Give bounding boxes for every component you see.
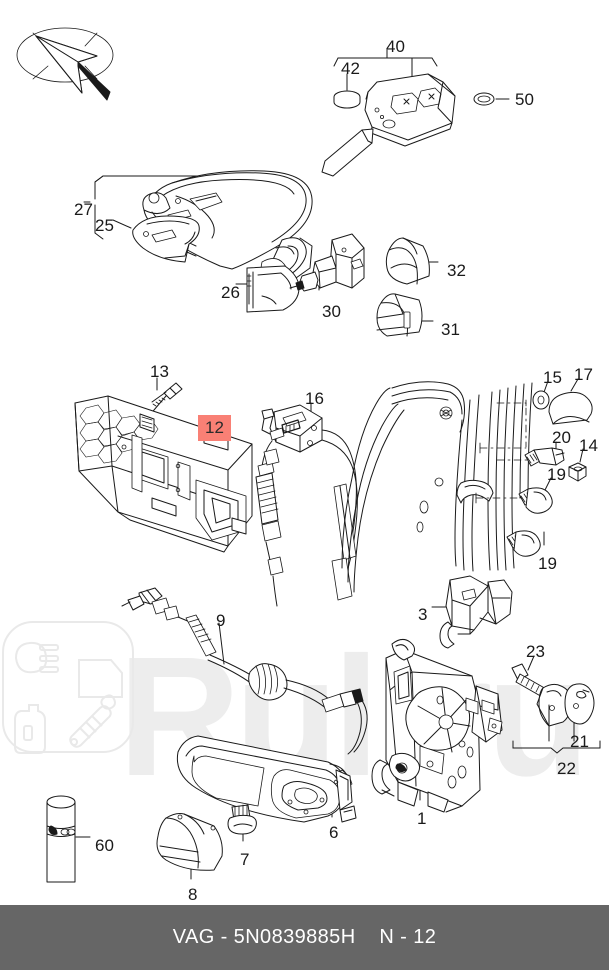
callout-7: 7 (240, 850, 250, 869)
callout-32: 32 (447, 261, 466, 280)
callout-60: 60 (95, 836, 114, 855)
diagram-canvas: Rul .ru (2, 27, 601, 883)
tapping-screw-19-upper (518, 477, 553, 514)
bowden-cable-9 (121, 587, 368, 786)
cap-8 (156, 813, 223, 880)
callout-19-upper: 19 (547, 465, 566, 484)
callout-16: 16 (305, 389, 324, 408)
brand-logo-icon (16, 27, 114, 101)
callout-17: 17 (574, 365, 593, 384)
remote-key-assembly (321, 49, 456, 177)
callout-12-highlighted: 12 (198, 415, 231, 441)
cover-cap-31 (376, 293, 434, 337)
callout-25: 25 (95, 216, 114, 235)
grease-tube-60 (46, 795, 91, 883)
callout-42: 42 (341, 59, 360, 78)
bolt-20 (524, 441, 565, 467)
bowden-cable-16 (255, 402, 358, 607)
inner-handle-trim-6 (176, 735, 357, 823)
door-lock-1 (371, 638, 503, 813)
footer-part-reference: VAG - 5N0839885H N - 12 (172, 926, 437, 948)
callout-3: 3 (418, 605, 428, 624)
grommet-15 (532, 380, 550, 410)
callout-21: 21 (570, 732, 589, 751)
callout-50: 50 (515, 90, 534, 109)
callout-30: 30 (322, 302, 341, 321)
lock-cylinder-30 (289, 233, 365, 292)
callout-20: 20 (552, 428, 571, 447)
callout-8: 8 (188, 885, 198, 904)
lock-carrier-3 (431, 575, 513, 649)
bolt-13 (151, 382, 183, 407)
screw-7 (227, 804, 257, 842)
callout-26: 26 (221, 283, 240, 302)
callout-1: 1 (417, 809, 427, 828)
callout-13: 13 (150, 362, 169, 381)
callout-15: 15 (543, 368, 562, 387)
callout-19-lower: 19 (538, 554, 557, 573)
callout-31: 31 (441, 320, 460, 339)
watermark-logo (2, 621, 134, 754)
callout-22: 22 (557, 759, 576, 778)
cover-cap-32 (385, 237, 439, 285)
handle-carrier-12 (74, 377, 253, 553)
door-panel-outline (341, 381, 535, 593)
callout-14: 14 (579, 436, 598, 455)
footer-bar: VAG - 5N0839885H N - 12 (0, 905, 609, 970)
seal-ring-50 (473, 92, 510, 106)
tapping-screw-19-lower (506, 530, 545, 557)
nut-14 (568, 448, 587, 482)
callout-40: 40 (386, 37, 405, 56)
callout-9: 9 (216, 611, 226, 630)
door-handle-assembly (83, 170, 313, 313)
cover-17 (548, 378, 593, 425)
callout-6: 6 (329, 823, 339, 842)
callout-23: 23 (526, 642, 545, 661)
striker-assembly-22 (511, 655, 601, 754)
callout-27: 27 (74, 200, 93, 219)
